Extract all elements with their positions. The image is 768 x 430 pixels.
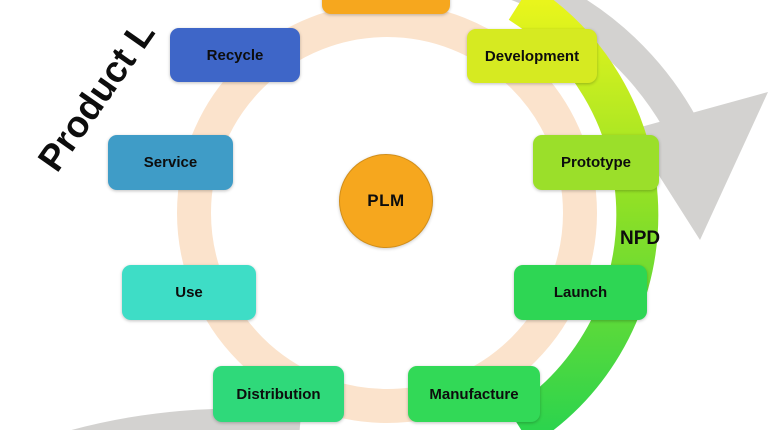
node-label: Manufacture [429, 385, 519, 403]
node-label: Development [484, 47, 580, 65]
gray-cycle-arrowhead-icon [630, 92, 768, 240]
plm-label: PLM [367, 191, 405, 210]
node-label: Launch [553, 284, 608, 301]
plm-center-circle: PLM [339, 154, 433, 248]
node-label: Use [175, 284, 203, 301]
node-development: Development [467, 29, 597, 83]
node-label: Distribution [236, 385, 321, 403]
node-launch: Launch [514, 265, 647, 320]
gray-cycle-arrow-arc [511, 0, 704, 146]
node-prototype: Prototype [533, 135, 659, 190]
node-recycle: Recycle [170, 28, 300, 82]
gray-cycle-arrow-tail [71, 408, 302, 430]
node-use: Use [122, 265, 256, 320]
node-manufacture: Manufacture [408, 366, 540, 422]
node-distribution: Distribution [213, 366, 344, 422]
node-service: Service [108, 135, 233, 190]
node-top-partial [322, 0, 450, 14]
node-label: Prototype [560, 154, 631, 171]
node-label: Service [143, 154, 198, 171]
cycle-ring [177, 3, 597, 423]
npd-label: NPD [620, 228, 661, 249]
node-label: Recycle [206, 46, 264, 64]
